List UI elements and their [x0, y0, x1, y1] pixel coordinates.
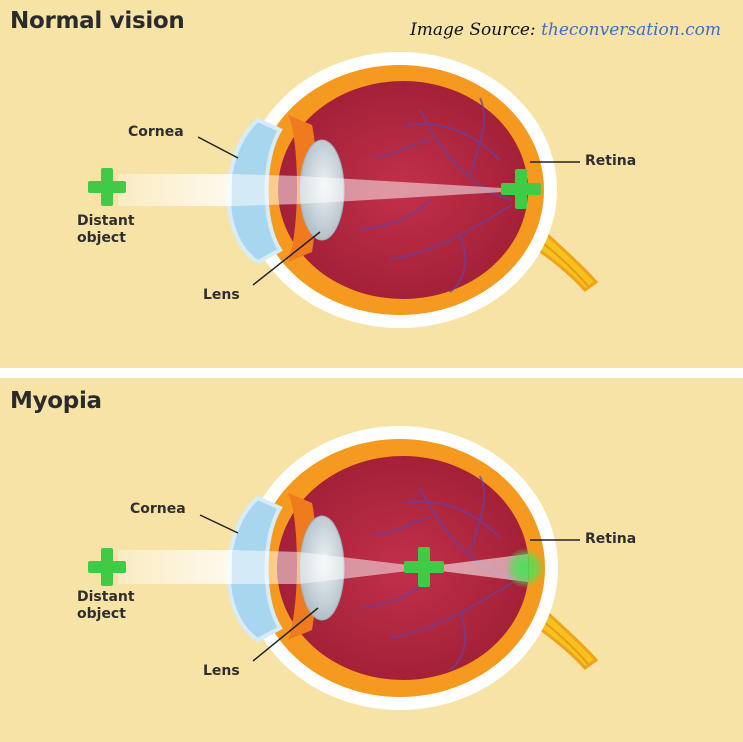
normal-vision-eye-diagram [0, 0, 743, 368]
cornea-label: Cornea [128, 124, 184, 141]
distant-object-label-line2: object [77, 230, 135, 247]
distant-object-label-line1: Distant [77, 589, 135, 606]
distant-object-label: Distant object [77, 213, 135, 247]
myopia-panel: Myopia Cornea Retina Distant object Lens [0, 378, 743, 742]
distant-object-label: Distant object [77, 589, 135, 623]
image-source-label: Image Source: [410, 20, 536, 40]
panel-title: Normal vision [10, 8, 185, 34]
retina-label: Retina [585, 531, 636, 548]
lens-label: Lens [203, 287, 240, 304]
light-beam [118, 550, 232, 584]
blurred-image-on-retina [505, 548, 545, 588]
myopia-eye-diagram [0, 378, 743, 742]
image-source: Image Source: theconversation.com [410, 20, 721, 40]
distant-object-label-line1: Distant [77, 213, 135, 230]
lens-label: Lens [203, 663, 240, 680]
image-source-link[interactable]: theconversation.com [541, 20, 721, 40]
cornea-label: Cornea [130, 501, 186, 518]
normal-vision-panel: Normal vision Image Source: theconversat… [0, 0, 743, 368]
panel-title: Myopia [10, 388, 102, 414]
retina-label: Retina [585, 153, 636, 170]
distant-object-label-line2: object [77, 606, 135, 623]
light-beam [118, 174, 232, 206]
